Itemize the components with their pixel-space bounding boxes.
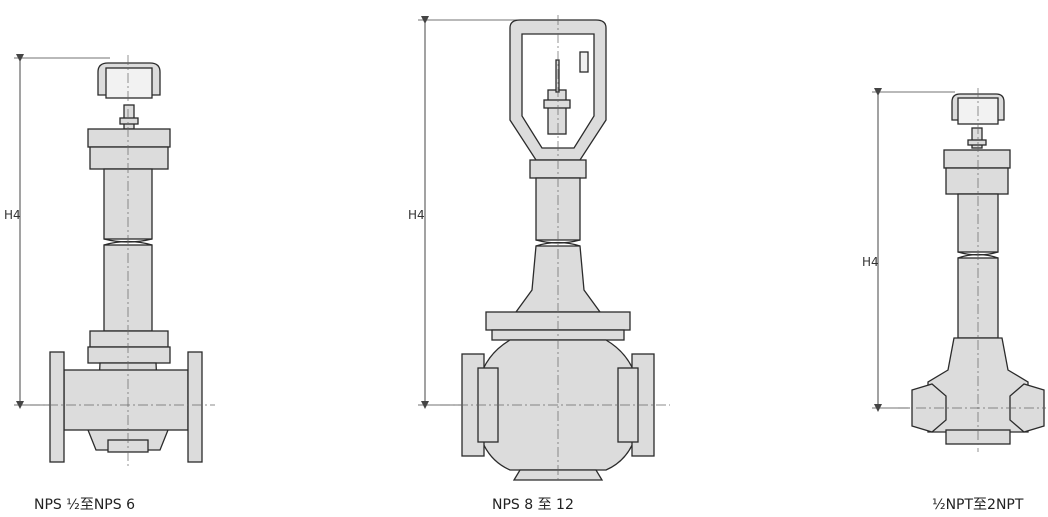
figure-caption-threaded: ½NPT至2NPT: [932, 497, 1024, 513]
figure-caption-large-flanged: NPS 8 至 12: [492, 497, 574, 513]
figure-caption-small-flanged: NPS ½至NPS 6: [34, 497, 135, 513]
valve-figure-threaded: [872, 88, 1046, 452]
dimension-label-h4: H4: [4, 208, 21, 222]
dimension-label-h4: H4: [408, 208, 425, 222]
valve-figure-small-flanged: [14, 54, 215, 468]
valve-figure-large-flanged: [418, 15, 670, 482]
dimension-label-h4: H4: [862, 255, 879, 269]
